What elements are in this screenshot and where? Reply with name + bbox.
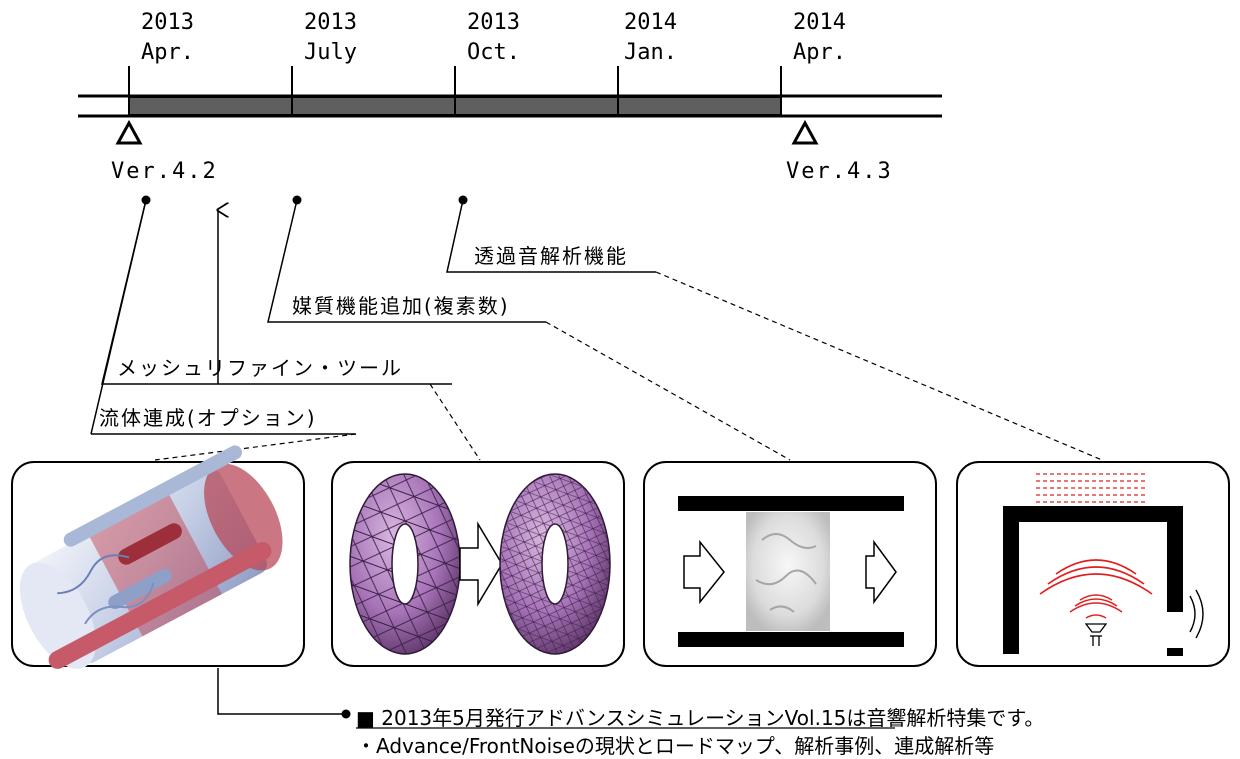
date-year: 2014 [793, 10, 846, 35]
transmission-room-illustration [956, 461, 1230, 667]
date-year: 2013 [304, 10, 357, 35]
release-marker-4-3 [791, 119, 819, 145]
date-month: July [304, 40, 357, 65]
version-label: Ver.4.3 [786, 159, 893, 184]
date-month: Oct. [467, 40, 520, 65]
timeline-track [78, 94, 942, 118]
date-month: Apr. [793, 40, 846, 65]
date-label: 2013 Oct. [467, 8, 520, 68]
fine-torus [499, 473, 611, 655]
coarse-torus [349, 473, 461, 655]
date-label: 2014 Apr. [793, 8, 846, 68]
note-detail: ・Advance/FrontNoiseの現状とロードマップ、解析事例、連成解析等 [356, 734, 995, 758]
feature-connectors [90, 199, 656, 715]
date-month: Jan. [624, 40, 677, 65]
feature-fluid-coupling-label: 流体連成(オプション) [99, 406, 317, 430]
date-year: 2013 [141, 10, 194, 35]
panel-dashed-links [154, 271, 1103, 461]
inflow-arrow-icon [683, 539, 725, 605]
refine-arrow-icon [459, 521, 503, 607]
mesh-refine-illustration [331, 461, 625, 667]
date-label: 2013 Apr. [141, 8, 194, 68]
date-label: 2014 Jan. [624, 8, 677, 68]
fluid-coupling-illustration [11, 445, 305, 669]
feature-mesh-refine-label: メッシュリファイン・ツール [117, 356, 403, 380]
medium-duct-illustration [643, 461, 937, 667]
outflow-arrow-icon [865, 539, 897, 605]
timeline-ticks [128, 66, 782, 116]
date-year: 2013 [467, 10, 520, 35]
date-month: Apr. [141, 40, 194, 65]
note-bullet-dot [341, 709, 351, 719]
feature-medium-label: 媒質機能追加(複素数) [292, 294, 510, 318]
date-label: 2013 July [304, 8, 357, 68]
version-label: Ver.4.2 [111, 159, 218, 184]
speaker-icon [1084, 623, 1108, 646]
feature-transmission-label: 透過音解析機能 [474, 244, 628, 268]
note-headline: ■ 2013年5月発行アドバンスシミュレーションVol.15は音響解析特集です。 [356, 706, 1045, 730]
porous-material [746, 512, 830, 631]
release-marker-4-2 [115, 119, 143, 145]
date-year: 2014 [624, 10, 677, 35]
